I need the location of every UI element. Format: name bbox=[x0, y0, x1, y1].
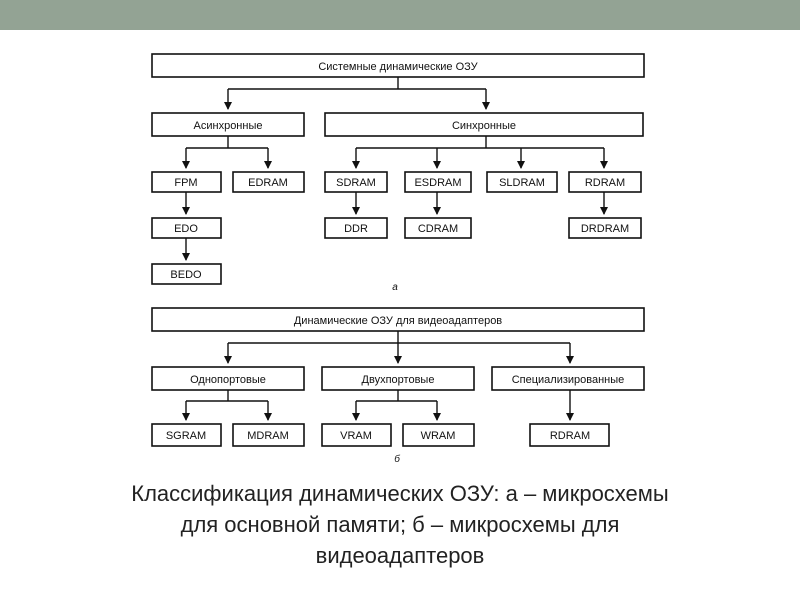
box-mdram bbox=[232, 423, 305, 447]
label-ddr: DDR bbox=[344, 223, 368, 235]
box-synchronous bbox=[324, 112, 644, 137]
box-asynchronous bbox=[151, 112, 305, 137]
box-dual-port bbox=[321, 366, 475, 391]
label-wram: WRAM bbox=[421, 430, 456, 442]
label-system-dynamic-ram: Системные динамические ОЗУ bbox=[318, 61, 478, 73]
label-sldram: SLDRAM bbox=[499, 177, 545, 189]
box-single-port bbox=[151, 366, 305, 391]
diagram-b-caption-letter: б bbox=[394, 453, 400, 465]
box-sdram bbox=[324, 171, 388, 193]
box-rdram-b bbox=[529, 423, 610, 447]
box-sldram bbox=[486, 171, 558, 193]
label-single-port: Однопортовые bbox=[190, 374, 266, 386]
diagram-a-connectors bbox=[182, 77, 608, 261]
box-edram bbox=[232, 171, 305, 193]
label-vram: VRAM bbox=[340, 430, 372, 442]
box-cdram bbox=[404, 217, 472, 239]
label-cdram: CDRAM bbox=[418, 223, 458, 235]
box-bedo bbox=[151, 263, 222, 285]
diagram-a-caption-letter: а bbox=[392, 282, 398, 293]
label-rdram-b: RDRAM bbox=[550, 430, 590, 442]
label-sdram: SDRAM bbox=[336, 177, 376, 189]
label-dual-port: Двухпортовые bbox=[362, 374, 435, 386]
box-fpm bbox=[151, 171, 222, 193]
label-rdram-a: RDRAM bbox=[585, 177, 625, 189]
ram-classification-diagram: Системные динамические ОЗУ Асинхронные С… bbox=[151, 53, 645, 465]
label-fpm: FPM bbox=[174, 177, 197, 189]
box-wram bbox=[402, 423, 475, 447]
box-video-dynamic-ram bbox=[151, 307, 645, 332]
label-specialized: Специализированные bbox=[512, 374, 625, 386]
label-sgram: SGRAM bbox=[166, 430, 206, 442]
label-mdram: MDRAM bbox=[247, 430, 289, 442]
label-synchronous: Синхронные bbox=[452, 120, 516, 132]
label-video-dynamic-ram: Динамические ОЗУ для видеоадаптеров bbox=[294, 315, 502, 327]
slide-caption: Классификация динамических ОЗУ: а – микр… bbox=[60, 478, 740, 571]
diagram-b-connectors bbox=[182, 331, 574, 421]
box-sgram bbox=[151, 423, 222, 447]
box-esdram bbox=[404, 171, 472, 193]
box-specialized bbox=[491, 366, 645, 391]
label-esdram: ESDRAM bbox=[414, 177, 461, 189]
label-drdram: DRDRAM bbox=[581, 223, 629, 235]
box-system-dynamic-ram bbox=[151, 53, 645, 78]
label-bedo: BEDO bbox=[170, 269, 202, 281]
caption-line-1: Классификация динамических ОЗУ: а – микр… bbox=[131, 481, 669, 506]
box-rdram-a bbox=[568, 171, 642, 193]
slide-header-band bbox=[0, 0, 800, 30]
box-edo bbox=[151, 217, 222, 239]
label-asynchronous: Асинхронные bbox=[194, 120, 263, 132]
label-edram: EDRAM bbox=[248, 177, 288, 189]
box-ddr bbox=[324, 217, 388, 239]
caption-line-3: видеоадаптеров bbox=[315, 543, 485, 568]
box-drdram bbox=[568, 217, 642, 239]
label-edo: EDO bbox=[174, 223, 198, 235]
caption-line-2: для основной памяти; б – микросхемы для bbox=[180, 512, 620, 537]
box-vram bbox=[321, 423, 392, 447]
